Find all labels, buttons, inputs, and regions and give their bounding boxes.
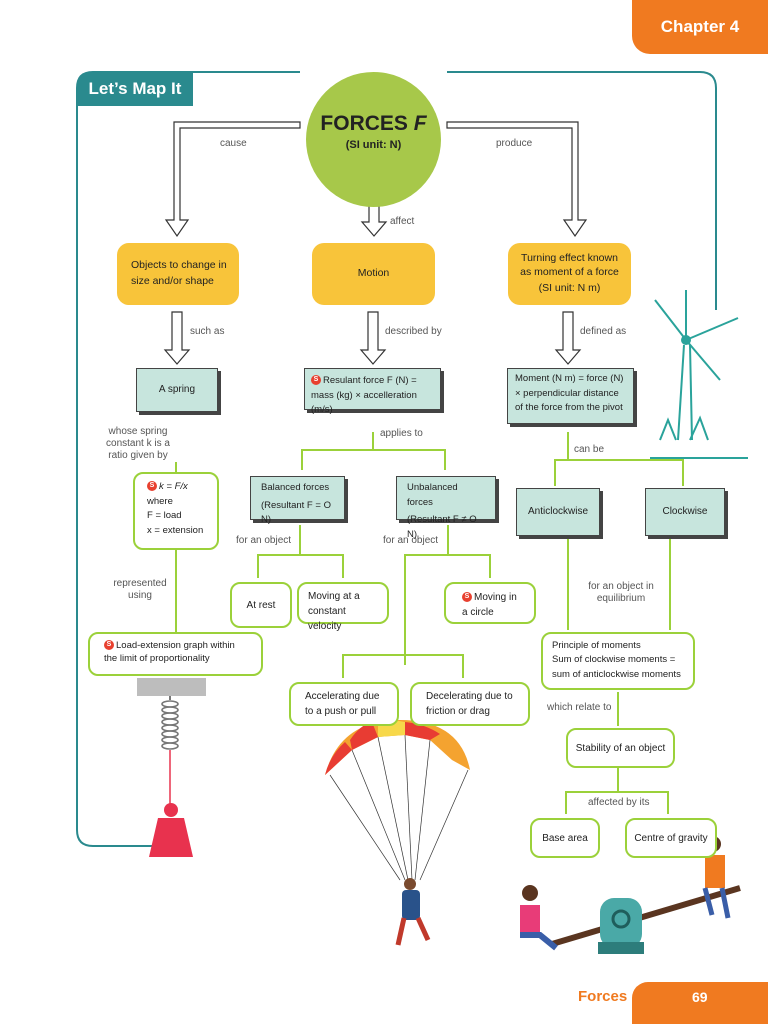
turning-effect-text: Turning effect known as moment of a forc… [520,252,619,278]
principle-title: Principle of moments [552,640,641,651]
turning-effect-unit: (SI unit: N m) [538,282,601,295]
footer-bar [632,982,768,1024]
principle-line3: sum of anticlockwise moments [552,668,681,680]
label-equilibrium: for an object in equilibrium [588,581,654,604]
box-balanced: Balanced forces (Resultant F = O N) [250,476,345,525]
forces-circle: FORCES F (SI unit: N) [306,72,441,207]
box-principle: Principle of moments Sum of clockwise mo… [541,632,695,690]
label-defined-as: defined as [580,326,627,337]
section-tab: Let’s Map It [77,72,193,106]
box-motion: Motion [312,243,435,305]
forces-unit: (SI unit: N) [345,139,402,151]
unbalanced-sub: (Resultant F ≠ O N) [407,514,477,541]
box-stability: Stability of an object [566,728,675,768]
box-decelerating: Decelerating due to friction or drag [410,682,530,726]
box-centre-gravity: Centre of gravity [625,818,717,858]
syllabus-icon: S [104,640,114,651]
box-base-area: Base area [530,818,600,858]
label-affect: affect [390,216,415,227]
label-affected-by: affected by its [588,797,650,808]
box-accelerating: Accelerating due to a push or pull [289,682,399,726]
forces-symbol: F [413,112,427,135]
k-extension: x = extension [147,525,204,537]
k-load: F = load [147,510,182,522]
label-such-as: such as [190,326,225,337]
chapter-tab: Chapter 4 [632,0,768,54]
box-at-rest: At rest [230,582,292,628]
balanced-sub: (Resultant F = O N) [261,499,331,526]
k-where: where [147,495,173,507]
forces-title: FORCES [320,112,408,135]
box-moment: Moment (N m) = force (N) × perpendicular… [507,368,634,424]
label-produce: produce [496,138,533,149]
label-spring-constant: whose spring constant k is a ratio given… [106,426,170,461]
footer-topic: Forces [578,988,628,1005]
box-turning-effect: Turning effect known as moment of a forc… [508,243,631,305]
label-for-object-2: for an object [383,535,439,546]
box-spring: A spring [136,368,218,412]
box-objects-change: Objects to change in size and/or shape [117,243,239,305]
label-relate-to: which relate to [547,702,612,713]
k-formula: k = F/x [159,481,188,492]
load-extension-text: Load-extension graph within the limit of… [104,640,235,664]
box-unbalanced: Unbalanced forces (Resultant F ≠ O N) [396,476,496,540]
box-constant-velocity: Moving at a constant velocity [297,582,389,632]
label-can-be: can be [574,444,605,455]
label-for-object-1: for an object [236,535,292,546]
syllabus-icon: S [462,592,472,603]
label-applies-to: applies to [380,428,423,439]
box-clockwise: Clockwise [645,488,725,536]
unbalanced-title: Unbalanced forces [407,482,458,508]
label-described-by: described by [385,326,442,337]
resultant-text: Resulant force F (N) = mass (kg) × accel… [311,375,417,416]
moving-circle-text: Moving in a circle [462,592,517,618]
page-number: 69 [692,989,708,1005]
principle-line2: Sum of clockwise moments = [552,654,676,666]
box-anticlockwise: Anticlockwise [516,488,600,536]
syllabus-icon: S [147,481,157,492]
syllabus-icon: S [311,375,321,386]
label-represented: represented using [113,578,167,601]
balanced-title: Balanced forces [261,482,330,493]
label-cause: cause [220,138,247,149]
